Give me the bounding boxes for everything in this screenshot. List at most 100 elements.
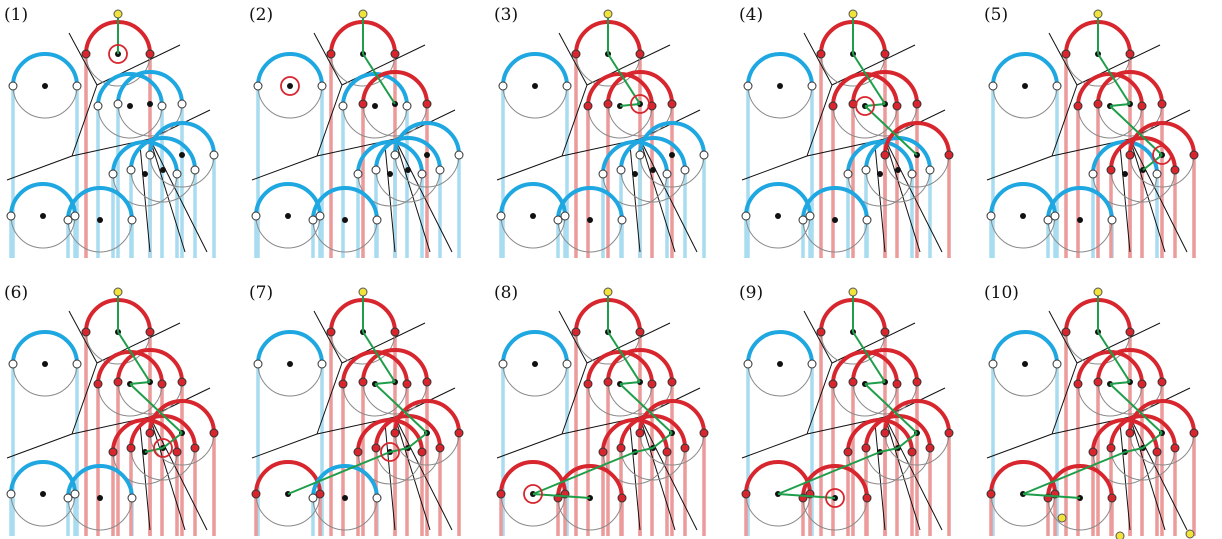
- arc-c3: [311, 464, 379, 499]
- end-point: [1057, 513, 1067, 523]
- voronoi-edge: [803, 32, 833, 86]
- arc-c9: [1091, 140, 1159, 175]
- path-arrow: [864, 383, 918, 434]
- voronoi-edge: [394, 416, 453, 531]
- arc-c9: [601, 418, 669, 453]
- path-arrow: [374, 383, 428, 434]
- arc-endpoint: [1157, 99, 1167, 109]
- end-point: [1115, 531, 1125, 539]
- voronoi-edge: [149, 416, 186, 531]
- path-arrow: [1109, 105, 1163, 156]
- path-arrow: [619, 381, 641, 385]
- center-point: [372, 103, 378, 109]
- arc-endpoint: [944, 428, 954, 438]
- arc-endpoint: [308, 493, 318, 503]
- voronoi-edge: [139, 422, 151, 531]
- arc-endpoint: [925, 165, 935, 175]
- arc-endpoint: [496, 211, 506, 221]
- voronoi-edge: [741, 155, 808, 181]
- arc-c11: [148, 399, 216, 434]
- path-arrow: [607, 331, 641, 383]
- start-point: [358, 287, 368, 297]
- arc-endpoint: [253, 81, 263, 91]
- arc-endpoint: [253, 359, 263, 369]
- arc-endpoint: [828, 379, 838, 389]
- voronoi-edge: [394, 138, 431, 253]
- arc-c9: [111, 418, 179, 453]
- center-point: [1020, 213, 1026, 219]
- start-point: [1093, 287, 1103, 297]
- arc-c9: [1091, 418, 1159, 453]
- arc-endpoint: [892, 379, 902, 389]
- arc-endpoint: [988, 81, 998, 91]
- arc-endpoint: [662, 447, 672, 457]
- current-disk-marker: [825, 488, 845, 508]
- path-arrow: [1097, 331, 1131, 383]
- center-point: [405, 167, 411, 173]
- path-arrow: [407, 432, 428, 449]
- arc-endpoint: [317, 81, 327, 91]
- arc-endpoint: [880, 49, 890, 59]
- arc-endpoint: [338, 101, 348, 111]
- panel-9: (9): [739, 283, 954, 536]
- voronoi-edge: [1129, 138, 1188, 253]
- arc-endpoint: [1189, 428, 1199, 438]
- arc-endpoint: [127, 493, 137, 503]
- arc-endpoint: [435, 443, 445, 453]
- voronoi-edge: [558, 32, 588, 86]
- voronoi-edge: [1051, 362, 1078, 435]
- arc-endpoint: [1052, 81, 1062, 91]
- path-arrow: [374, 381, 396, 385]
- arc-endpoint: [390, 327, 400, 337]
- center-point: [1022, 361, 1028, 367]
- path-arrow: [162, 432, 183, 449]
- voronoi-edge: [629, 144, 641, 253]
- arc-endpoint: [807, 81, 817, 91]
- arc-endpoint: [1088, 169, 1098, 179]
- arc-c3: [801, 186, 869, 221]
- center-point: [424, 152, 430, 158]
- arc-endpoint: [680, 165, 690, 175]
- panel-4: (4): [739, 5, 954, 258]
- path-arrow: [1142, 432, 1163, 449]
- voronoi-edge: [149, 138, 208, 253]
- arc-c2: [744, 460, 812, 495]
- voronoi-edge: [884, 138, 943, 253]
- arc-c9: [356, 418, 424, 453]
- voronoi-edge: [149, 416, 208, 531]
- arc-endpoint: [617, 215, 627, 225]
- arc-endpoint: [72, 359, 82, 369]
- arc-endpoint: [1125, 327, 1135, 337]
- voronoi-edge: [884, 416, 921, 531]
- arc-c9: [111, 140, 179, 175]
- start-point: [1093, 9, 1103, 19]
- arc-c3: [801, 464, 869, 499]
- voronoi-edge: [68, 310, 98, 364]
- arc-endpoint: [1125, 428, 1135, 438]
- path-arrow: [362, 53, 396, 105]
- arc-c3: [556, 186, 624, 221]
- arc-endpoint: [145, 150, 155, 160]
- arc-endpoint: [741, 489, 751, 499]
- center-point: [777, 361, 783, 367]
- center-point: [147, 101, 153, 107]
- voronoi-edge: [884, 416, 943, 531]
- arc-endpoint: [1170, 165, 1180, 175]
- path-arrow: [634, 447, 654, 453]
- arc-endpoint: [417, 447, 427, 457]
- arc-endpoint: [1137, 379, 1147, 389]
- path-arrow: [864, 381, 886, 385]
- arc-endpoint: [435, 165, 445, 175]
- path-arrow: [129, 383, 183, 434]
- voronoi-edge: [384, 144, 396, 253]
- arc-c10: [129, 136, 197, 171]
- arc-c3: [556, 464, 624, 499]
- arc-c8: [1096, 70, 1164, 105]
- panel-3: (3): [494, 5, 709, 258]
- arc-endpoint: [616, 165, 626, 175]
- panel-1: (1): [4, 5, 219, 258]
- center-point: [42, 361, 48, 367]
- panel-label: (5): [984, 5, 1008, 25]
- center-point: [387, 171, 393, 177]
- arc-endpoint: [699, 150, 709, 160]
